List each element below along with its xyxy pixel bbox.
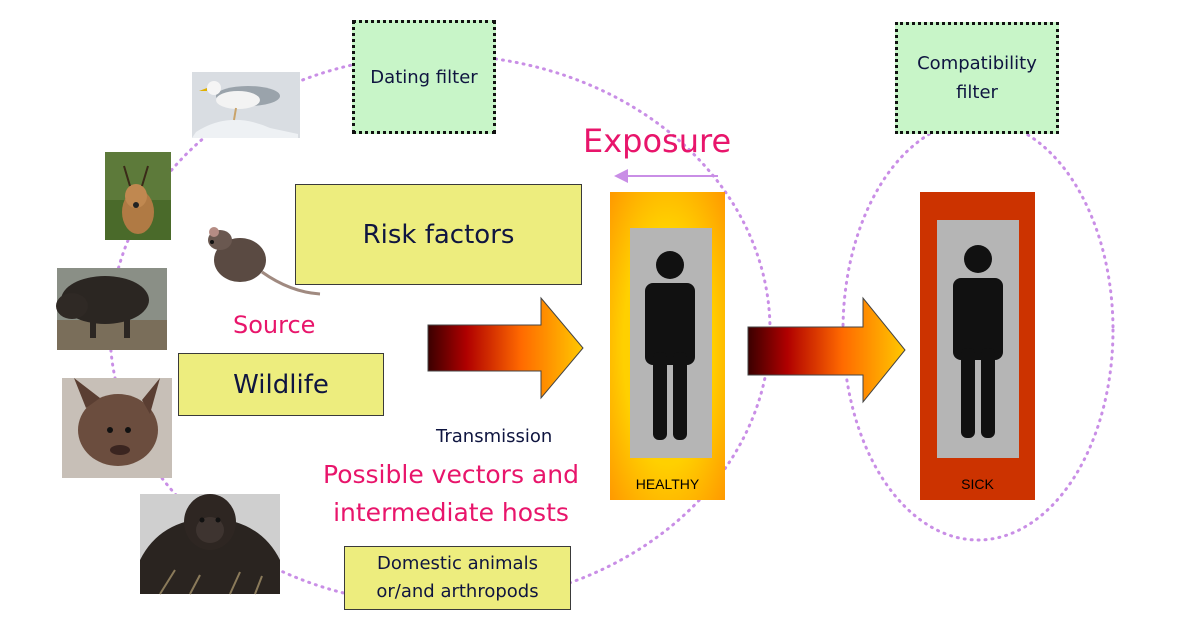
- sick-person-icon: [953, 245, 1003, 438]
- wildlife-box: Wildlife: [178, 353, 384, 416]
- compatibility-filter-label: Compatibility filter: [917, 53, 1037, 103]
- domestic-animals-label: Domestic animals or/and arthropods: [376, 553, 539, 602]
- animal-wild-boar-icon: [56, 268, 167, 350]
- healthy-label: HEALTHY: [635, 476, 700, 492]
- animal-rat-icon: [208, 227, 321, 296]
- healthy-card: [610, 192, 725, 500]
- sick-card: [920, 192, 1035, 500]
- healthy-person-icon: [645, 251, 695, 440]
- dating-filter-label: Dating filter: [370, 66, 478, 88]
- domestic-animals-box: Domestic animals or/and arthropods: [344, 546, 571, 610]
- source-label: Source: [233, 311, 316, 339]
- animal-roe-deer-icon: [105, 152, 171, 240]
- vectors-label: Possible vectors and intermediate hosts: [323, 460, 579, 527]
- animal-seagull-icon: [192, 72, 300, 138]
- transmission-label: Transmission: [436, 426, 553, 447]
- transmission-arrow: [427, 296, 584, 400]
- animal-gorilla-icon: [140, 494, 280, 595]
- animal-bat-icon: [62, 378, 172, 478]
- compatibility-filter-box: Compatibility filter: [895, 22, 1059, 134]
- infection-arrow: [747, 296, 906, 404]
- exposure-arrow: [614, 169, 718, 183]
- exposure-label: Exposure: [583, 122, 732, 160]
- risk-factors-label: Risk factors: [362, 219, 515, 250]
- dating-filter-box: Dating filter: [352, 20, 496, 134]
- wildlife-label: Wildlife: [233, 369, 329, 400]
- sick-label: SICK: [961, 476, 994, 492]
- risk-factors-box: Risk factors: [295, 184, 582, 285]
